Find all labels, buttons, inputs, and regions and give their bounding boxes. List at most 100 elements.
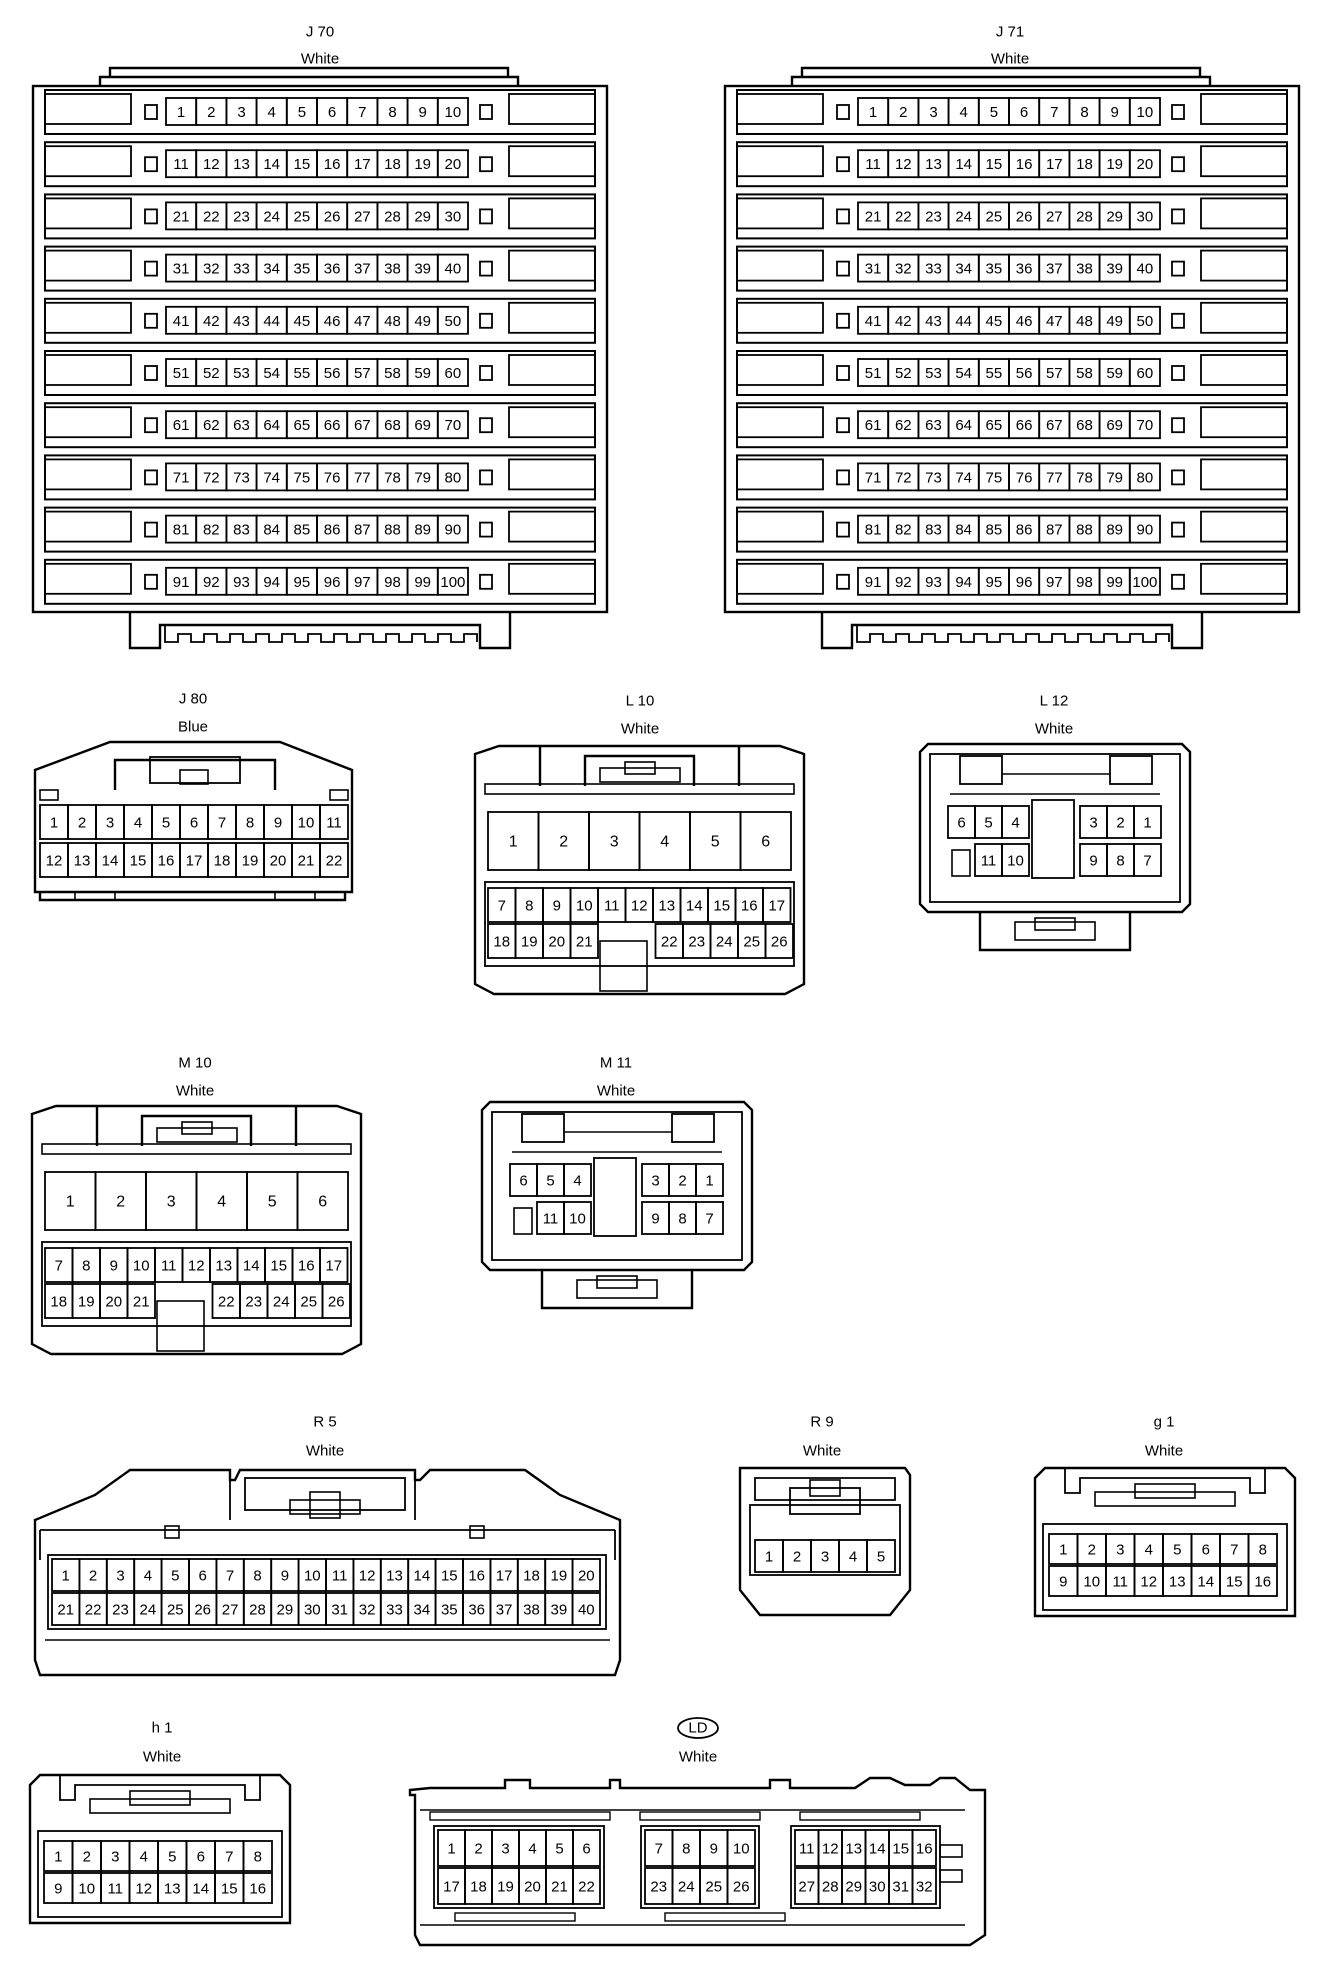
pin-cell <box>319 842 349 878</box>
pin-label: 22 <box>895 208 912 225</box>
pin-label: 24 <box>263 208 280 225</box>
pin-label: 10 <box>569 1211 586 1228</box>
row-plate <box>44 454 596 501</box>
pin-label: 30 <box>445 208 462 225</box>
connector-color: White <box>1035 721 1073 738</box>
pin-label: 16 <box>324 156 341 173</box>
pin-label: 7 <box>55 1258 63 1275</box>
pin-cell <box>436 566 469 596</box>
pin-label: 94 <box>955 574 972 591</box>
pin-cell <box>572 1867 601 1905</box>
pin-label: 5 <box>546 1173 554 1190</box>
pin-label: 87 <box>1046 522 1063 539</box>
pin-label: 4 <box>144 1568 152 1585</box>
pin-cell <box>695 1201 724 1235</box>
pin-label: 7 <box>225 1849 233 1866</box>
pin-label: 5 <box>877 1549 885 1566</box>
pin-label: 30 <box>304 1602 321 1619</box>
pin-label: 67 <box>1046 417 1063 434</box>
pin-label: 1 <box>66 1194 75 1211</box>
pin-label: 23 <box>650 1879 667 1896</box>
pin-label: 50 <box>445 313 462 330</box>
pin-cell <box>436 305 469 335</box>
pin-label: 52 <box>203 365 220 382</box>
pin-label: 8 <box>525 898 533 915</box>
pin-label: 96 <box>324 574 341 591</box>
pin-label: 14 <box>955 156 972 173</box>
pin-label: 49 <box>414 313 431 330</box>
pin-label: 51 <box>865 365 882 382</box>
pin-label: 22 <box>203 208 220 225</box>
pin-label: 67 <box>354 417 371 434</box>
pin-label: 8 <box>254 1849 262 1866</box>
pin-label: 40 <box>1137 261 1154 278</box>
pin-label: 56 <box>324 365 341 382</box>
pin-label: 33 <box>233 261 250 278</box>
pin-label: 25 <box>300 1294 317 1311</box>
pin-label: 19 <box>521 934 538 951</box>
pin-label: 15 <box>270 1258 287 1275</box>
pin-label: 39 <box>1106 261 1123 278</box>
pin-label: 36 <box>324 261 341 278</box>
rail-slot <box>664 1912 786 1922</box>
row-slot <box>508 562 596 595</box>
pin-label: 12 <box>46 853 63 870</box>
pin-label: 97 <box>1046 574 1063 591</box>
housing-outline <box>28 1773 292 1925</box>
pin-cell <box>296 1171 349 1231</box>
pin-label: 61 <box>173 417 190 434</box>
latch-post <box>95 1106 298 1146</box>
pin-label: 78 <box>384 469 401 486</box>
pin-cell <box>436 514 469 544</box>
pin-label: 29 <box>1106 208 1123 225</box>
pin-label: 10 <box>1083 1574 1100 1591</box>
pin-label: 11 <box>799 1841 815 1858</box>
locator-square <box>836 521 850 538</box>
pin-label: 16 <box>916 1841 933 1858</box>
pin-label: 2 <box>83 1849 91 1866</box>
pin-label: 82 <box>895 522 912 539</box>
pin-label: 46 <box>1016 313 1033 330</box>
housing-outline <box>113 758 277 790</box>
pin-label: 10 <box>576 898 593 915</box>
pin-label: 26 <box>1016 208 1033 225</box>
pin-cell <box>1128 566 1161 596</box>
pin-label: 84 <box>263 522 280 539</box>
pin-label: 29 <box>277 1602 294 1619</box>
pin-label: 9 <box>1059 1574 1067 1591</box>
pin-label: 4 <box>140 1849 148 1866</box>
latch-window <box>521 1113 565 1143</box>
pin-frame <box>433 1825 605 1909</box>
lock-tab <box>809 1479 841 1497</box>
locator-square <box>1171 365 1185 381</box>
pin-label: 83 <box>925 522 942 539</box>
pin-label: 39 <box>414 261 431 278</box>
pin-label: 29 <box>845 1879 862 1896</box>
locator-square <box>479 417 493 434</box>
pin-frame <box>640 1825 760 1909</box>
row-slot <box>1200 562 1288 595</box>
pin-label: 3 <box>106 815 114 832</box>
pin-label: 8 <box>82 1258 90 1275</box>
pin-label: 97 <box>354 574 371 591</box>
pin-label: 11 <box>332 1568 348 1585</box>
pin-label: 90 <box>1137 522 1154 539</box>
locator-square <box>836 573 850 590</box>
pin-cell <box>1128 358 1161 387</box>
pin-label: 1 <box>177 104 185 121</box>
pin-label: 9 <box>274 815 282 832</box>
pin-label: 9 <box>1111 104 1119 121</box>
pin-label: 19 <box>414 156 431 173</box>
pin-label: 26 <box>771 934 788 951</box>
pin-label: 88 <box>384 522 401 539</box>
pin-label: 70 <box>445 417 462 434</box>
pin-label: 86 <box>324 522 341 539</box>
row-slot <box>508 249 596 282</box>
housing-outline <box>98 75 520 86</box>
pin-label: 10 <box>78 1881 95 1898</box>
pin-label: 6 <box>1202 1542 1210 1559</box>
pin-label: 1 <box>1059 1542 1067 1559</box>
pin-label: 57 <box>354 365 371 382</box>
row-plate <box>736 193 1288 240</box>
